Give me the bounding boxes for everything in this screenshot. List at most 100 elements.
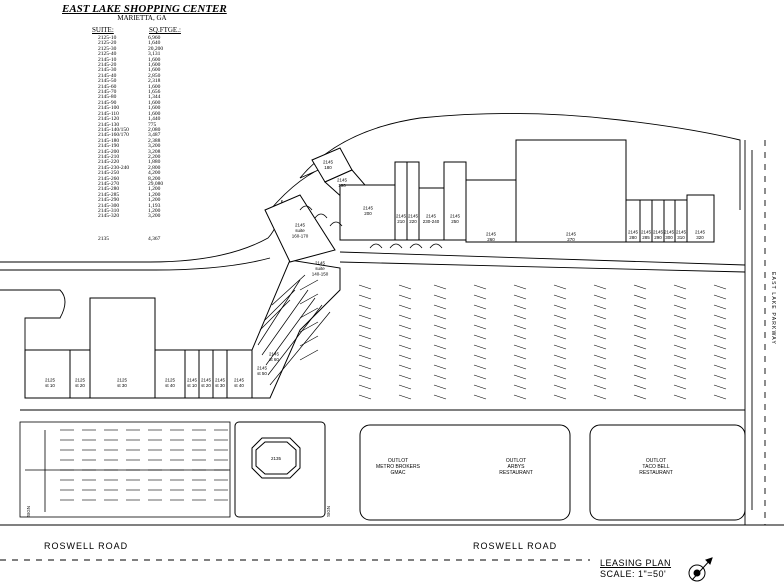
parking-stall bbox=[713, 374, 727, 380]
parking-stall bbox=[358, 284, 372, 290]
suite-number: 2145-130 bbox=[98, 121, 120, 128]
parking-stall bbox=[553, 354, 567, 360]
suite-sqft: 2,200 bbox=[148, 153, 161, 160]
suite-row: 2145-210 2,200 bbox=[98, 153, 198, 160]
suite-number: 2145-250 bbox=[98, 170, 120, 177]
parking-stall bbox=[553, 364, 567, 370]
suite-number: 2125-30 bbox=[98, 45, 117, 52]
parking-stall bbox=[433, 324, 447, 330]
suite-sqft: 1,200 bbox=[148, 191, 161, 198]
parking-stall bbox=[473, 314, 487, 320]
parking-stall bbox=[358, 364, 372, 370]
suite-number: 2145-270 bbox=[98, 180, 120, 187]
suite-sqft: 29,080 bbox=[148, 180, 164, 187]
parking-stall bbox=[513, 394, 527, 400]
suite-number: 2125-40 bbox=[98, 51, 117, 58]
parking-stall bbox=[593, 304, 607, 310]
suite-number: 2145-120 bbox=[98, 116, 120, 123]
suite-number: 2145-160/170 bbox=[98, 132, 129, 139]
unit-2125-20 bbox=[69, 349, 91, 399]
parking-stall bbox=[633, 304, 647, 310]
suite-number: 2145-60 bbox=[98, 83, 117, 90]
curved-strip-divider bbox=[264, 289, 296, 321]
unit-2145-30 bbox=[212, 349, 228, 399]
suite-sqft: 3,200 bbox=[148, 213, 161, 220]
parking-stall bbox=[513, 364, 527, 370]
parking-stall bbox=[713, 324, 727, 330]
parking-stall bbox=[633, 394, 647, 400]
suite-sqft: 1,600 bbox=[148, 56, 161, 63]
suite-number: 2145-110 bbox=[98, 110, 119, 117]
suite-sqft: 1,344 bbox=[148, 94, 161, 101]
parking-stall bbox=[358, 354, 372, 360]
parking-stall bbox=[713, 334, 727, 340]
parking-stall bbox=[358, 384, 372, 390]
unit-2145-250 bbox=[443, 161, 467, 241]
suite-number: 2145-190 bbox=[98, 143, 120, 150]
planter bbox=[299, 205, 313, 211]
parking-stall bbox=[553, 314, 567, 320]
unit-2125-30 bbox=[89, 297, 156, 399]
outlot-parcel-3 bbox=[589, 424, 746, 521]
suite-number: 2125-10 bbox=[98, 35, 117, 41]
parking-stall bbox=[553, 334, 567, 340]
parking-stall bbox=[398, 284, 412, 290]
parking-stall bbox=[473, 304, 487, 310]
parking-stall bbox=[593, 384, 607, 390]
parking-stall bbox=[299, 349, 319, 361]
parking-stall bbox=[633, 384, 647, 390]
front-drive-north bbox=[339, 251, 746, 266]
suite-sqft: 4,367 bbox=[148, 236, 161, 242]
parking-stall bbox=[398, 324, 412, 330]
parking-stall bbox=[673, 364, 687, 370]
unit-label: 2135 bbox=[271, 456, 282, 461]
parking-stall bbox=[713, 294, 727, 300]
suite-sqft: 1,200 bbox=[148, 208, 161, 214]
suite-number: 2145-290 bbox=[98, 197, 120, 204]
suite-number: 2145-50 bbox=[98, 78, 117, 85]
parking-stall bbox=[513, 294, 527, 300]
parking-stall bbox=[398, 364, 412, 370]
planter bbox=[329, 221, 343, 227]
parking-stall bbox=[673, 344, 687, 350]
suite-number: 2145-140/150 bbox=[98, 126, 129, 133]
suite-number: 2145-210 bbox=[98, 153, 120, 160]
front-lot bbox=[19, 421, 231, 518]
parking-stall bbox=[673, 284, 687, 290]
suite-sqft: 1,656 bbox=[148, 89, 161, 96]
parking-stall bbox=[593, 334, 607, 340]
suite-sqft: 775 bbox=[148, 121, 157, 128]
suite-number: 2145-310 bbox=[98, 208, 120, 214]
suite-row: 2145-130 775 bbox=[98, 121, 198, 128]
parking-stall bbox=[358, 294, 372, 300]
parking-stall bbox=[433, 284, 447, 290]
parking-stall bbox=[358, 324, 372, 330]
parking-stall bbox=[513, 304, 527, 310]
curved-strip-divider bbox=[265, 297, 316, 366]
suite-sqft: 3,200 bbox=[148, 143, 161, 150]
unit-2145-220 bbox=[406, 161, 420, 241]
suite-sqft: 1,600 bbox=[148, 110, 161, 117]
suite-row: 2145-190 3,200 bbox=[98, 143, 198, 150]
left-lot-edge bbox=[0, 289, 66, 350]
suite-sqft: 8,200 bbox=[148, 175, 161, 182]
